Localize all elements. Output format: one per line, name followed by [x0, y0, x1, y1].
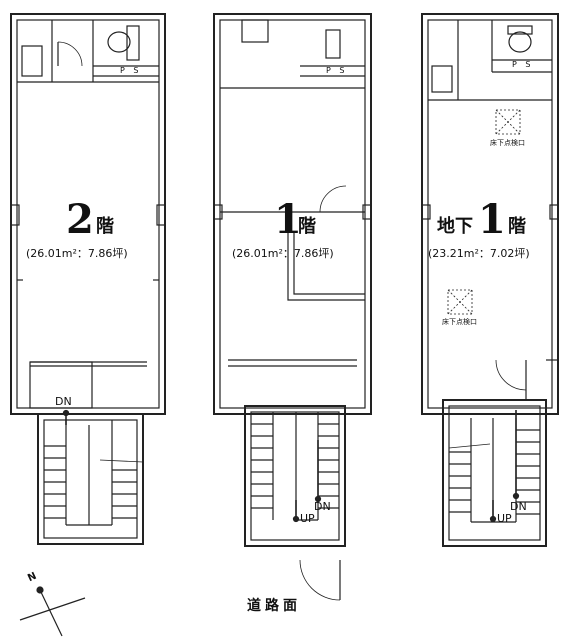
floor-1f-walls	[213, 13, 372, 415]
floor-1f-ps: P S	[326, 66, 348, 75]
floor-2f-area: (26.01m²：7.86坪)	[26, 247, 128, 260]
floor-b1-number: 1	[478, 196, 506, 243]
floor-1f-up: UP	[300, 512, 315, 525]
floor-b1-walls	[421, 13, 559, 415]
floor-1f-label: 階	[298, 216, 316, 237]
floor-2f-dn: DN	[55, 395, 72, 408]
floor-b1-inspection-1: 床下点検口	[490, 139, 525, 147]
floor-b1-stair	[442, 399, 547, 547]
floor-b1-inspection-2: 床下点検口	[442, 318, 477, 326]
compass-symbol	[19, 586, 86, 637]
floor-1f-dn-marker	[314, 495, 322, 503]
floor-1f-stair	[244, 405, 346, 601]
road-side-label: 道路面	[247, 598, 301, 614]
floor-b1-dn-marker	[512, 492, 520, 500]
floor-2f-number: 2	[66, 196, 94, 243]
floor-2f-stair-marker	[62, 409, 70, 417]
floor-b1-label: 階	[508, 216, 526, 237]
floor-b1-prefix: 地下	[437, 216, 473, 237]
floor-b1-ps: P S	[512, 60, 534, 69]
floor-1f-up-marker	[292, 515, 300, 523]
floor-1f-dn: DN	[314, 500, 331, 513]
floor-2f-ps: P S	[120, 66, 142, 75]
floor-b1-up: UP	[497, 512, 512, 525]
floor-1f-area: (26.01m²：7.86坪)	[232, 247, 334, 260]
floor-b1-dn: DN	[510, 500, 527, 513]
floor-b1-area: (23.21m²：7.02坪)	[428, 247, 530, 260]
floor-2f-label: 階	[96, 216, 114, 237]
floor-b1-up-marker	[489, 515, 497, 523]
floor-2f-stair	[37, 413, 144, 545]
floor-1f-number: 1	[274, 196, 302, 243]
